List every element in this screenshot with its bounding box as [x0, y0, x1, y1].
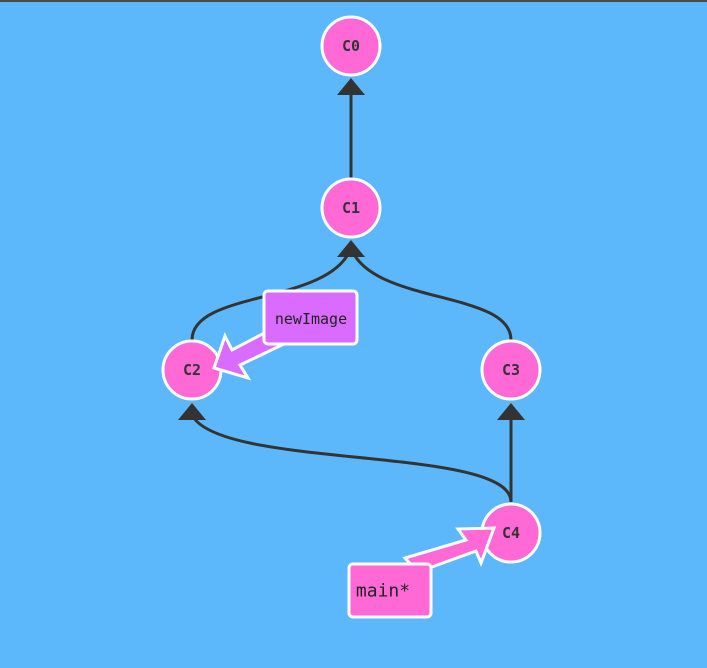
- branch-tag[interactable]: [347, 562, 433, 619]
- commit-circle[interactable]: [320, 15, 382, 77]
- commit-c3[interactable]: C3: [480, 339, 542, 401]
- commit-label: C0: [342, 37, 360, 55]
- commit-label: C1: [342, 199, 360, 217]
- branch-label: main*: [356, 581, 410, 602]
- edges: [178, 78, 525, 503]
- arrowhead-c2: [178, 403, 206, 420]
- top-border: [0, 0, 707, 2]
- commit-c0[interactable]: C0: [320, 15, 382, 77]
- commit-label: C3: [502, 361, 520, 379]
- branch-main[interactable]: main*: [347, 526, 497, 619]
- edge-c3-c1: [349, 247, 513, 341]
- edge-c4-c2: [190, 414, 513, 503]
- commit-label: C4: [502, 524, 520, 542]
- commit-circle[interactable]: [320, 177, 382, 239]
- commit-circle[interactable]: [480, 339, 542, 401]
- arrowhead-c0: [337, 78, 365, 95]
- branch-tag[interactable]: [262, 289, 359, 346]
- branch-pointer-arrow: [402, 526, 497, 574]
- arrowhead-c1: [337, 240, 365, 257]
- arrowhead-c3: [497, 403, 525, 420]
- commit-c1[interactable]: C1: [320, 177, 382, 239]
- commit-c2[interactable]: C2: [161, 339, 223, 401]
- branch-label: newImage: [275, 310, 347, 328]
- commit-label: C2: [183, 361, 201, 379]
- branch-newimage[interactable]: newImage: [212, 289, 359, 381]
